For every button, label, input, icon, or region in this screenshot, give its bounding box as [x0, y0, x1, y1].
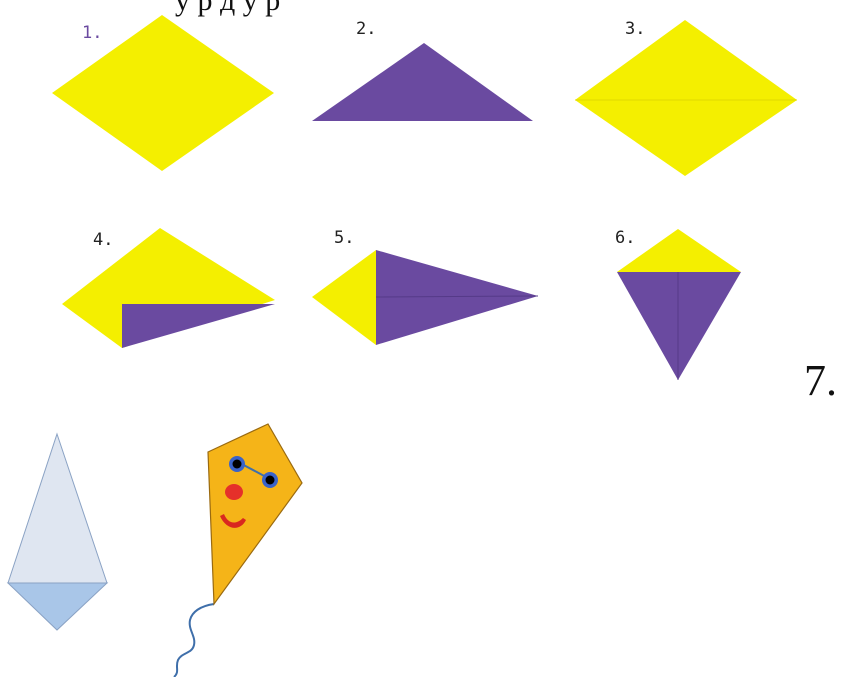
step-1: 1.: [52, 15, 274, 171]
step-2: 2.: [312, 19, 533, 121]
step-6-yellow-top: [617, 229, 741, 272]
step-3-bottom-half: [575, 100, 797, 176]
step-4: 4.: [62, 228, 275, 348]
step-3: 3.: [575, 19, 797, 176]
step-5-label: 5.: [334, 228, 354, 248]
step-6-purple-bottom: [617, 272, 741, 380]
step-5-yellow-flap: [312, 250, 376, 345]
kite-right-eye-pupil: [266, 476, 275, 485]
light-kite: [8, 434, 107, 630]
step-6: 6.: [615, 228, 741, 380]
step-2-label: 2.: [356, 19, 376, 39]
step-2-purple-triangle: [312, 43, 533, 121]
step-6-label: 6.: [615, 228, 635, 248]
step-7-label: 7.: [804, 356, 837, 405]
kite-nose: [225, 484, 243, 500]
step-4-label: 4.: [93, 230, 113, 250]
orange-kite-body: [208, 424, 302, 604]
kite-left-eye-pupil: [233, 460, 242, 469]
clipped-header-text: у р д у р: [175, 0, 280, 17]
light-kite-lower: [8, 583, 107, 630]
step-3-top-half: [575, 20, 797, 100]
orange-kite: [174, 424, 302, 677]
step-5: 5.: [312, 228, 538, 345]
step-4-purple-fold: [122, 304, 275, 348]
step-3-label: 3.: [625, 19, 645, 39]
step-1-label: 1.: [82, 23, 102, 43]
step-5-purple-body: [376, 250, 538, 345]
kite-string: [174, 604, 214, 677]
light-kite-upper: [8, 434, 107, 583]
